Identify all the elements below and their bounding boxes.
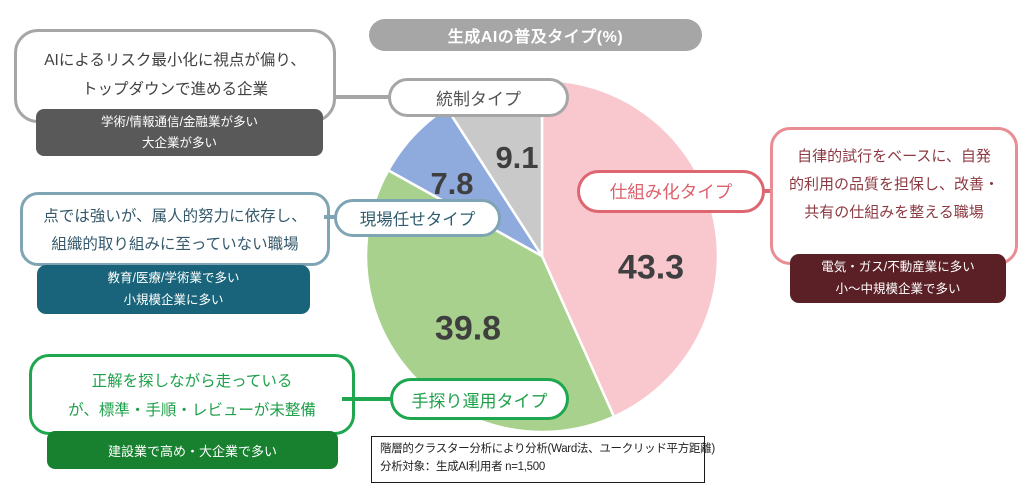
callout-tousei-tag-line2: 大企業が多い <box>141 136 217 150</box>
callout-tousei-tag-line1: 学術/情報通信/金融業が多い <box>101 115 258 129</box>
callout-genba-tag: 教育/医療/学術業で多い 小規模企業に多い <box>37 265 310 314</box>
connector-genba <box>324 215 340 219</box>
callout-shikumika-tag-line1: 電気・ガス/不動産業に多い <box>821 260 975 274</box>
connector-tesaguri <box>342 397 393 401</box>
callout-tousei-desc-line2: トップダウンで進める企業 <box>81 81 268 98</box>
value-label-genba: 7.8 <box>430 166 474 201</box>
footnote-box: 階層的クラスター分析により分析(Ward法、ユークリッド平方距離) 分析対象：生… <box>371 436 715 483</box>
pill-label-tousei: 統制タイプ <box>388 78 569 117</box>
callout-genba-tag-line2: 小規模企業に多い <box>123 293 224 307</box>
callout-tousei-tag: 学術/情報通信/金融業が多い 大企業が多い <box>36 109 323 156</box>
footnote-line1: 階層的クラスター分析により分析(Ward法、ユークリッド平方距離) <box>380 443 715 455</box>
callout-tousei-desc-line1: AIによるリスク最小化に視点が偏り、 <box>44 52 306 69</box>
callout-tesaguri-tag-line1: 建設業で高め・大企業で多い <box>107 443 277 459</box>
chart-title: 生成AIの普及タイプ(%) <box>369 19 702 51</box>
value-label-tousei: 9.1 <box>495 140 539 175</box>
callout-genba-box: 点では強いが、属人的努力に依存し、 組織的取り組みに至っていない職場 <box>20 192 330 266</box>
callout-genba-desc-line1: 点では強いが、属人的努力に依存し、 <box>43 208 307 225</box>
callout-tesaguri-tag: 建設業で高め・大企業で多い <box>47 431 338 469</box>
callout-tesaguri-box: 正解を探しながら走っている が、標準・手順・レビューが未整備 <box>29 354 355 435</box>
value-label-shikumika: 43.3 <box>617 248 685 287</box>
callout-shikumika-desc-line3: 共有の仕組みを整える職場 <box>804 204 984 221</box>
callout-shikumika-desc-line1: 自律的試行をベースに、自発 <box>797 148 991 165</box>
footnote-line2: 分析対象：生成AI利用者 n=1,500 <box>380 460 545 473</box>
pill-label-shikumika: 仕組み化タイプ <box>577 170 765 213</box>
pie-slice-shikumika <box>540 78 720 418</box>
callout-shikumika-tag-line2: 小～中規模企業で多い <box>835 282 961 296</box>
pill-label-genba: 現場任せタイプ <box>334 199 501 237</box>
pill-label-tesaguri: 手探り運用タイプ <box>390 378 569 420</box>
connector-tousei <box>333 95 391 99</box>
callout-shikumika-desc-line2: 的利用の品質を担保し、改善・ <box>788 176 999 193</box>
value-label-tesaguri: 39.8 <box>434 309 502 348</box>
callout-shikumika-tag: 電気・ガス/不動産業に多い 小～中規模企業で多い <box>790 254 1006 303</box>
callout-shikumika-box: 自律的試行をベースに、自発 的利用の品質を担保し、改善・ 共有の仕組みを整える職… <box>770 127 1018 265</box>
callout-tousei-box: AIによるリスク最小化に視点が偏り、 トップダウンで進める企業 <box>14 29 336 123</box>
callout-tesaguri-desc-line2: が、標準・手順・レビューが未整備 <box>68 402 316 419</box>
callout-genba-tag-line1: 教育/医療/学術業で多い <box>107 271 240 285</box>
callout-tesaguri-desc-line1: 正解を探しながら走っている <box>91 373 293 390</box>
callout-genba-desc-line2: 組織的取り組みに至っていない職場 <box>51 236 299 253</box>
